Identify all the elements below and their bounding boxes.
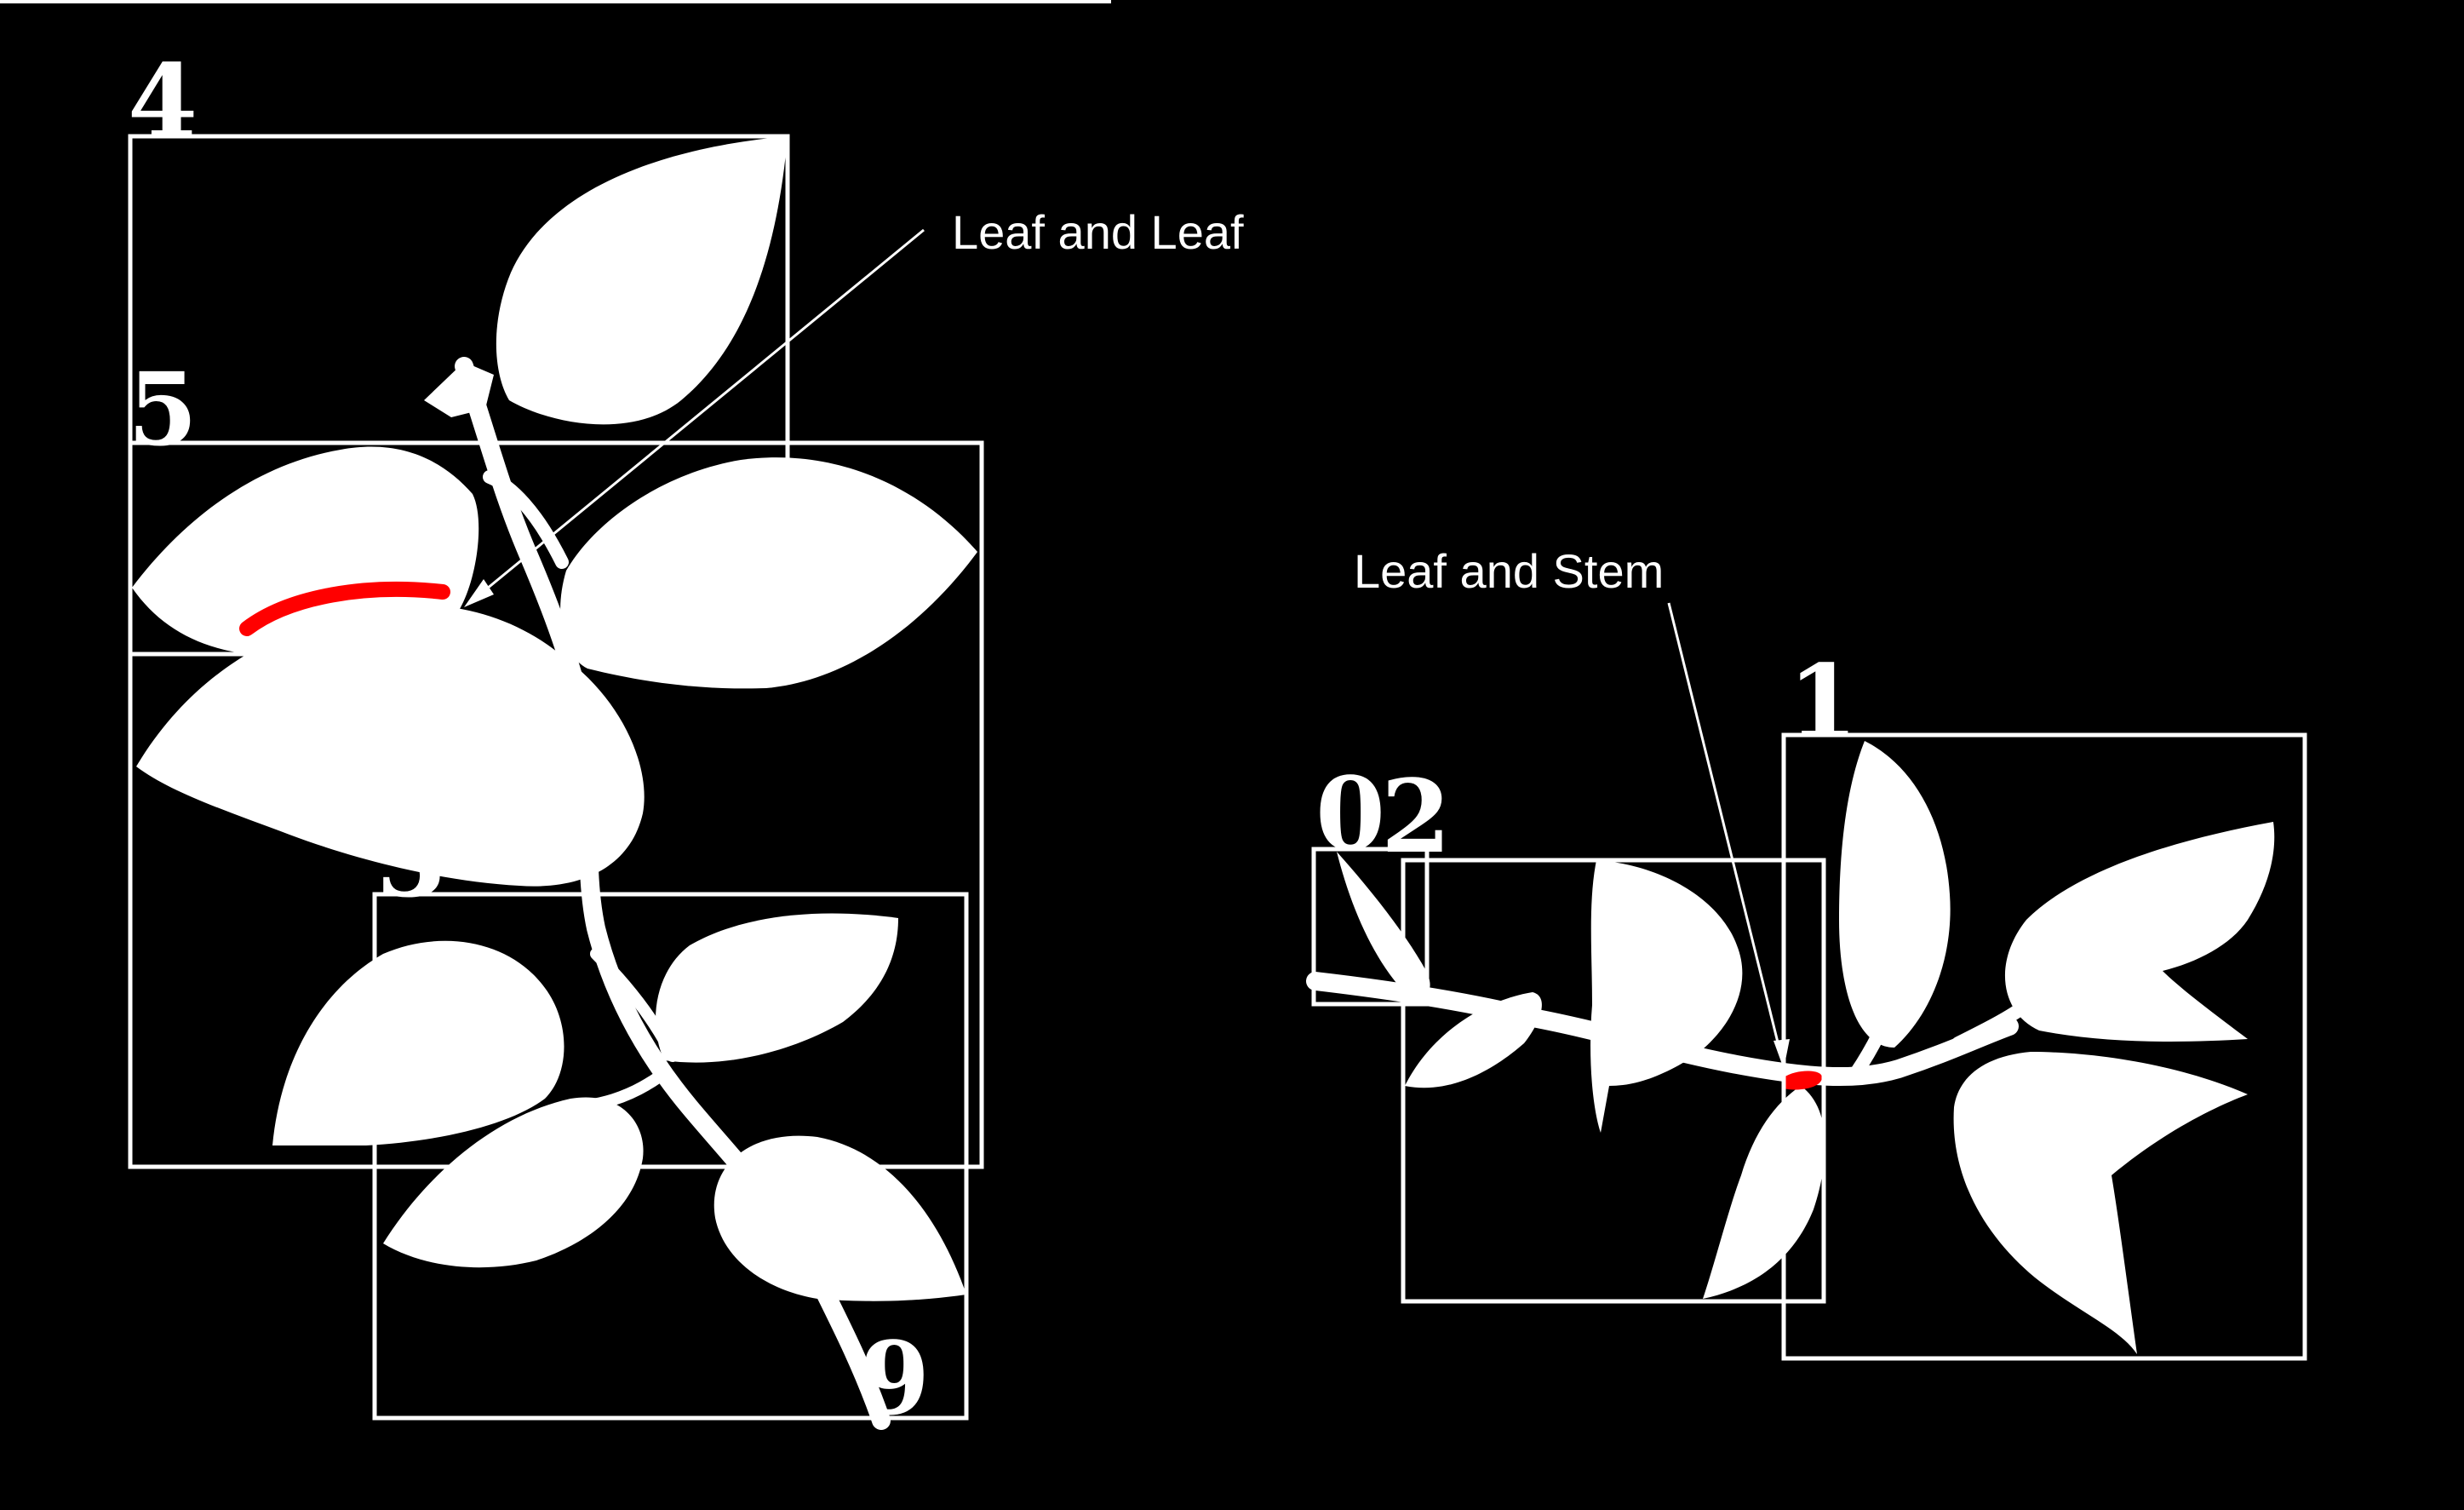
leaf-middle bbox=[136, 605, 645, 887]
box-id-5: 5 bbox=[128, 350, 198, 468]
leaf-stem-arrow-line bbox=[1667, 602, 1783, 1057]
box-id-0: 0 bbox=[1315, 755, 1385, 873]
box-id-9: 9 bbox=[860, 1319, 930, 1438]
leaf-lower-narrow bbox=[1703, 1086, 1825, 1299]
leaf-large-right-lower bbox=[1953, 1052, 2248, 1354]
leaf-tiny-upper bbox=[1337, 852, 1430, 997]
box-id-1: 1 bbox=[1788, 642, 1858, 761]
bbox-2 bbox=[1401, 858, 1826, 1304]
leaf-tall-upper bbox=[1839, 741, 1951, 1048]
leaf-upper-left bbox=[132, 446, 479, 657]
leaf-middle-right bbox=[1590, 860, 1743, 1133]
box-id-3: 3 bbox=[376, 801, 446, 920]
leaf-upper-right bbox=[560, 457, 977, 689]
leaf-top bbox=[496, 136, 788, 425]
left-bud bbox=[424, 362, 494, 417]
bbox-0 bbox=[1311, 847, 1430, 1007]
leaf-stem-arrow-head bbox=[1774, 1039, 1790, 1069]
box-id-2: 2 bbox=[1381, 757, 1451, 876]
left-petiole-a bbox=[483, 470, 569, 569]
bbox-3 bbox=[372, 892, 969, 1421]
leaf-lower-right bbox=[656, 913, 898, 1063]
leaf-leaf-arrow-line bbox=[472, 228, 925, 602]
leaf-large-right bbox=[2004, 822, 2275, 1042]
callout-leaf-stem: Leaf and Stem bbox=[1354, 544, 1664, 598]
right-main-stem bbox=[1306, 972, 2019, 1087]
leaf-lower-left bbox=[272, 940, 564, 1145]
bbox-4 bbox=[128, 134, 790, 657]
leaf-small-lower-left bbox=[1405, 992, 1542, 1088]
bbox-5 bbox=[128, 440, 984, 1169]
callout-leaf-leaf: Leaf and Leaf bbox=[952, 205, 1244, 259]
left-plant bbox=[132, 136, 977, 1430]
leaf-leaf-arrow-head bbox=[464, 579, 494, 607]
leaf-bottom-right bbox=[713, 1135, 966, 1301]
leaf-bottom-left bbox=[383, 1097, 644, 1268]
leaf-stem-contact-mark bbox=[1784, 1071, 1822, 1090]
box-id-4: 4 bbox=[128, 42, 198, 160]
leaf-leaf-contact-mark bbox=[239, 581, 450, 636]
right-plant bbox=[1306, 741, 2275, 1354]
